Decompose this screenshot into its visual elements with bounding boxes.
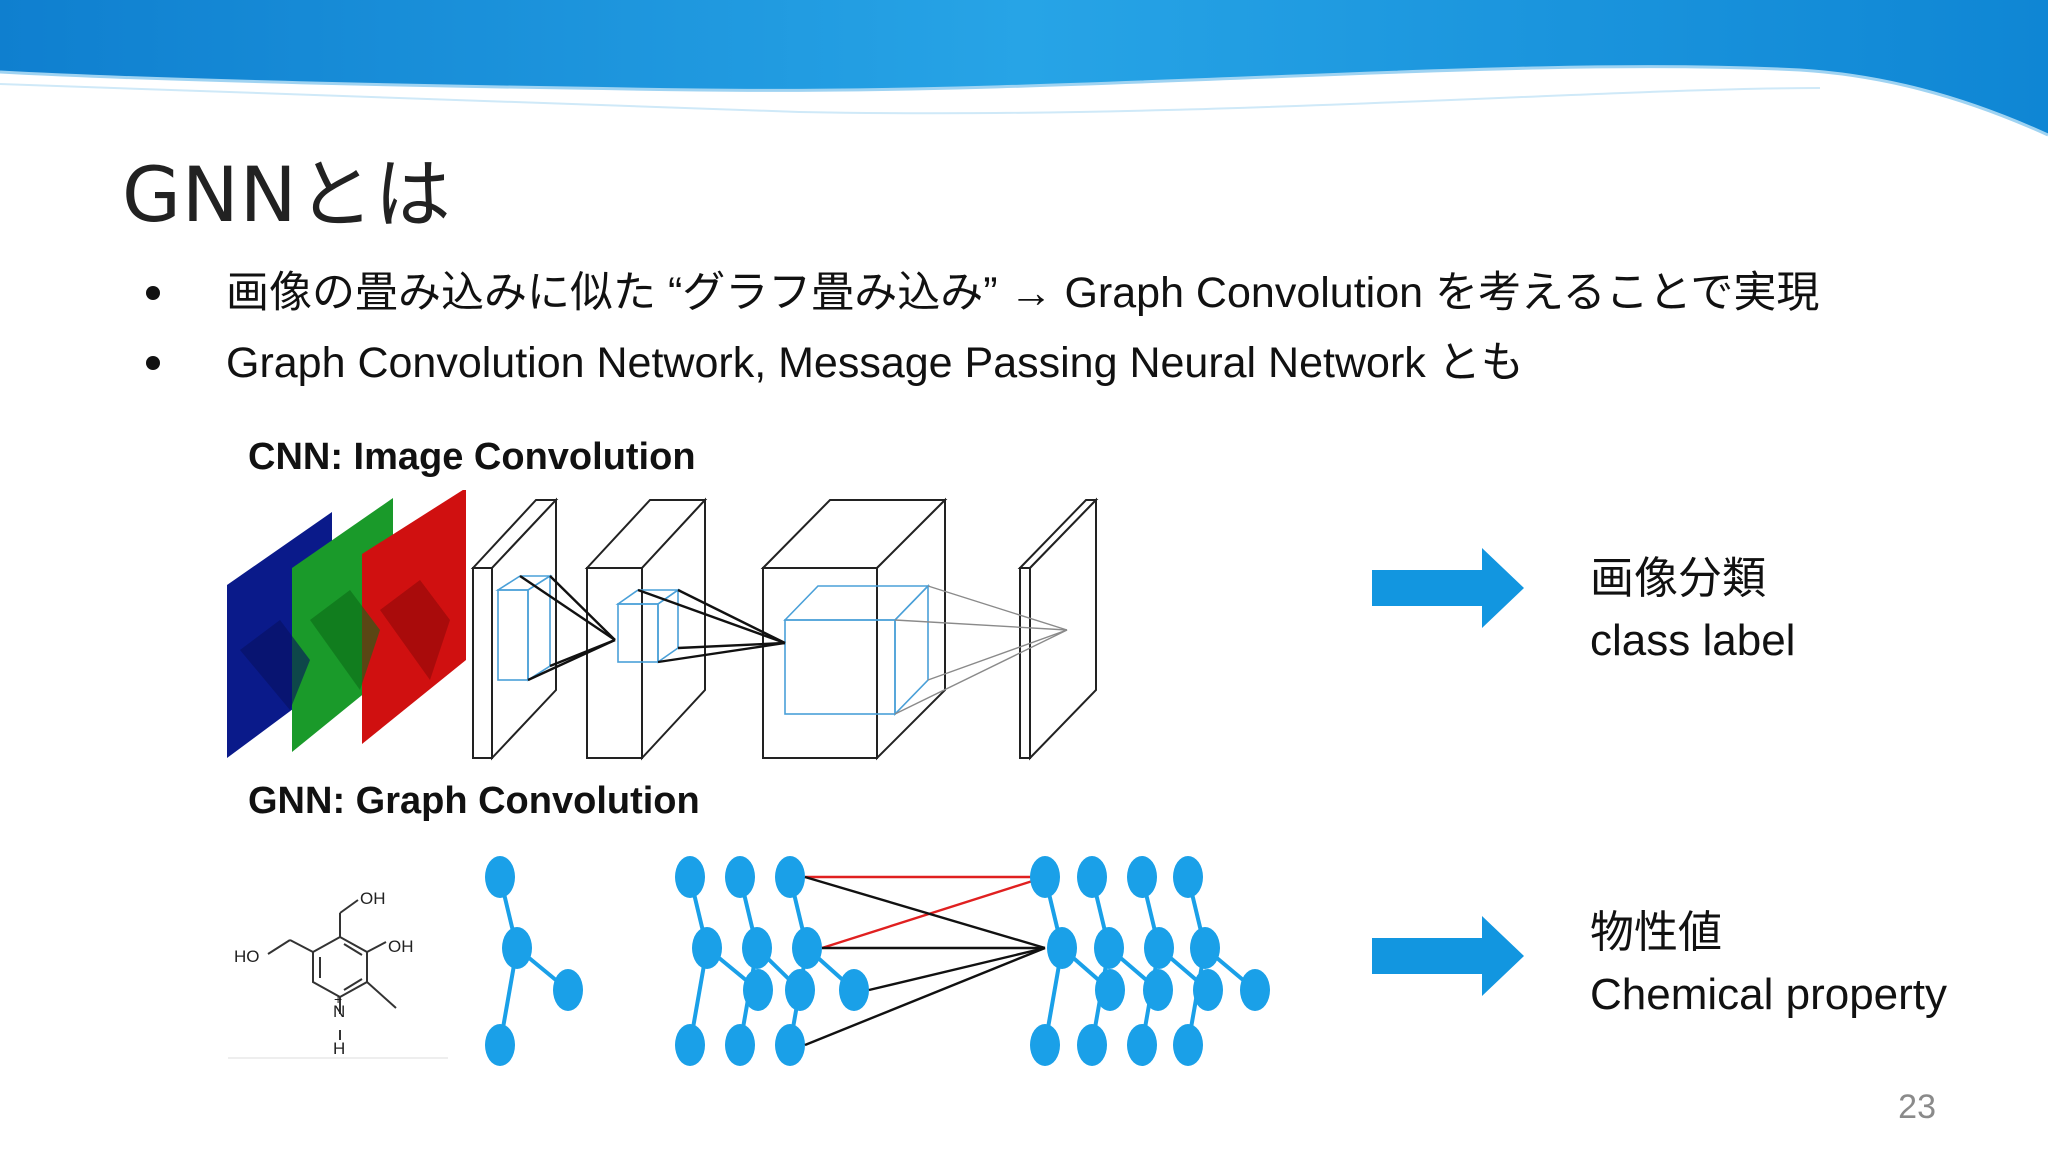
cnn-fc-lines <box>894 585 1068 715</box>
bullet-dot-icon <box>146 356 160 370</box>
message-passing-edges <box>804 875 1046 1047</box>
header-wave-banner <box>0 0 2048 137</box>
gnn-output-label: 物性値 Chemical property <box>1590 902 1947 1026</box>
cnn-output-jp: 画像分類 <box>1590 554 1766 603</box>
conv-layer-3 <box>760 497 948 761</box>
graph-node <box>485 1024 515 1066</box>
cnn-output-en: class label <box>1590 616 1796 665</box>
graph-node <box>502 927 532 969</box>
hidden-graph-layers <box>675 856 869 1066</box>
nitrogen-label: N <box>333 1002 345 1021</box>
bullet-dot-icon <box>146 286 160 300</box>
gnn-output-en: Chemical property <box>1590 970 1948 1019</box>
cnn-heading: CNN: Image Convolution <box>248 436 696 478</box>
graph-node <box>485 856 515 898</box>
conv-layer-2 <box>584 497 708 761</box>
gnn-heading: GNN: Graph Convolution <box>248 780 700 822</box>
output-graph-layers <box>1030 856 1270 1066</box>
gnn-output-jp: 物性値 <box>1590 908 1722 957</box>
page-number: 23 <box>1898 1088 1936 1126</box>
hydrogen-label: H <box>333 1039 345 1058</box>
slide-title: GNNとは <box>122 150 452 239</box>
oh-label-top: OH <box>360 889 386 908</box>
ho-label-left: HO <box>234 947 260 966</box>
molecule-structure: OH OH HO N + H <box>228 889 448 1059</box>
bullet-text: Graph Convolution Network, Message Passi… <box>226 339 1524 387</box>
graph-node <box>553 969 583 1011</box>
conv-layer-1 <box>470 497 559 761</box>
cnn-output-label: 画像分類 class label <box>1590 548 1795 672</box>
cnn-connection-lines <box>519 575 786 682</box>
gnn-output-arrow-icon <box>1372 916 1524 996</box>
cnn-output-arrow-icon <box>1372 548 1524 628</box>
plus-charge-label: + <box>334 991 342 1007</box>
oh-label-right: OH <box>388 937 414 956</box>
input-graph <box>485 856 583 1066</box>
gnn-diagram <box>485 856 1270 1066</box>
cnn-diagram <box>227 490 1099 761</box>
bullet-text: 画像の畳み込みに似た “グラフ畳み込み” → Graph Convolution… <box>226 269 1820 317</box>
